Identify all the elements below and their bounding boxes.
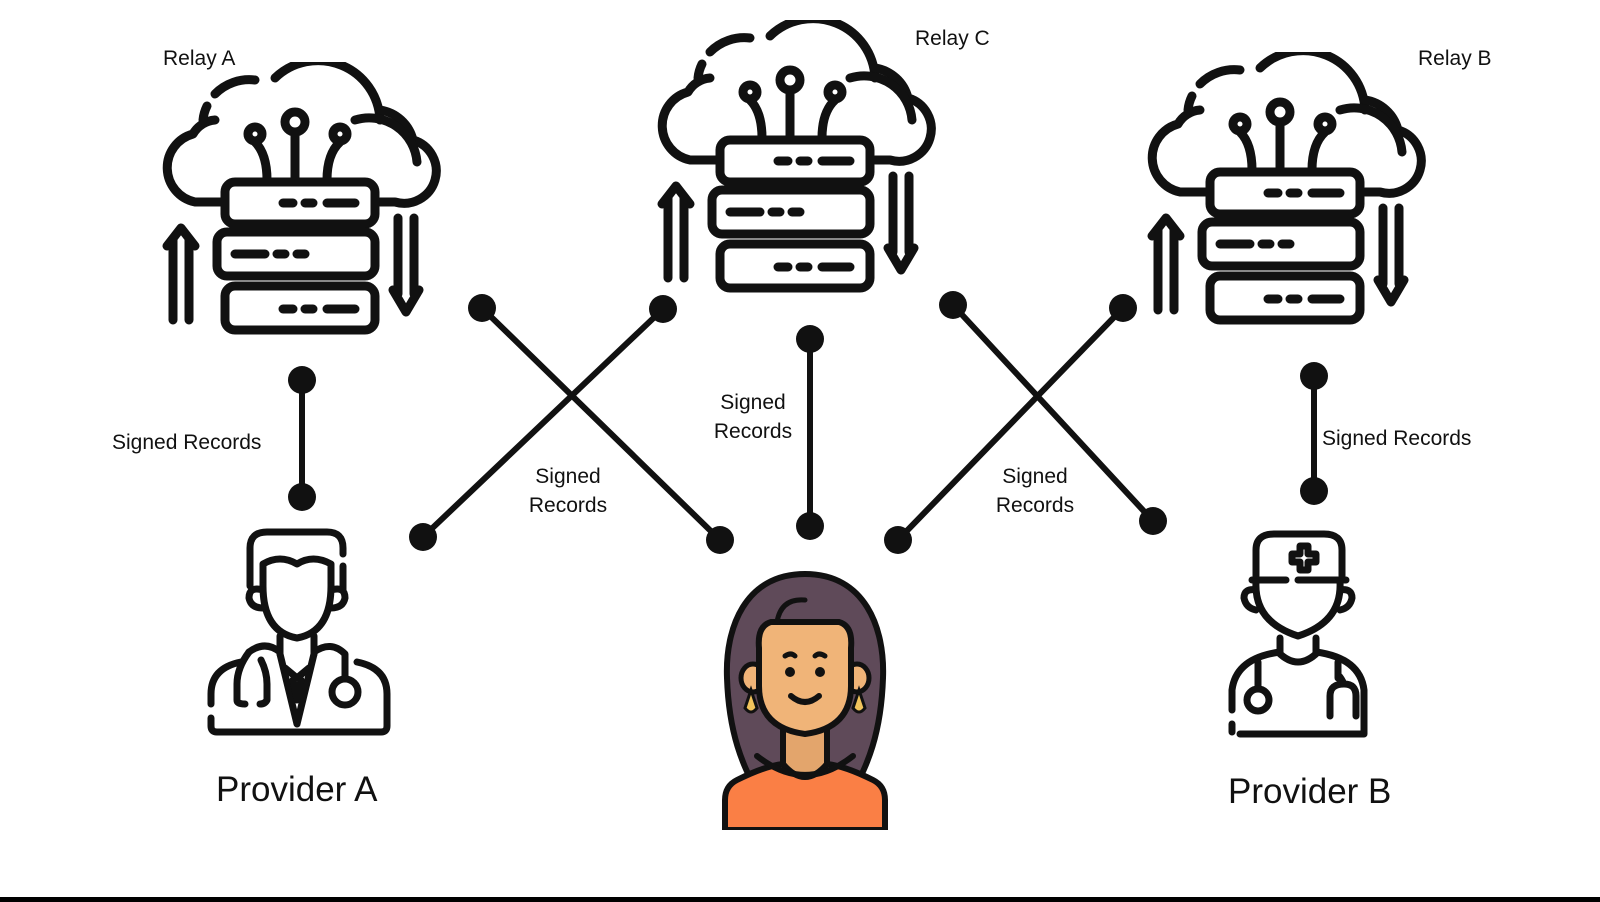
relay-c-cloud-server-icon (657, 20, 936, 293)
provider-b-label: Provider B (1228, 772, 1392, 811)
edge-label-line: Records (528, 494, 608, 517)
endpoint-dot (1300, 362, 1328, 390)
relay-c-label: Relay C (915, 27, 990, 50)
endpoint-dot (1109, 294, 1137, 322)
edge-label-relay-a-provider-a: Signed Records (112, 431, 262, 454)
endpoint-dot (796, 512, 824, 540)
endpoint-dot (468, 294, 496, 322)
edge-relay-c-provider-b (950, 302, 1156, 524)
edge-label-relay-c-patient: Signed Records (703, 388, 803, 446)
doctor-icon (207, 528, 391, 736)
endpoint-dot (409, 523, 437, 551)
relay-a-label: Relay A (163, 47, 236, 70)
endpoint-dot (288, 366, 316, 394)
relay-b-cloud-server-icon (1147, 52, 1426, 325)
edge-label-line: Signed (535, 465, 601, 488)
edge-label-line: Signed (1002, 465, 1068, 488)
edge-label-line: Signed (720, 391, 786, 414)
edge-relay-a-patient (479, 305, 723, 543)
endpoint-dot (649, 295, 677, 323)
edge-relay-c-provider-a (420, 306, 666, 540)
edge-relay-b-patient (895, 305, 1126, 543)
edge-label-line: Records (713, 420, 793, 443)
provider-a-label: Provider A (216, 770, 378, 809)
endpoint-dot (1139, 507, 1167, 535)
edge-label-relay-b-provider-b: Signed Records (1322, 427, 1472, 450)
edge-label-line: Records (995, 494, 1075, 517)
endpoint-dot (1300, 477, 1328, 505)
nurse-doctor-icon (1228, 530, 1368, 738)
endpoint-dot (796, 325, 824, 353)
edge-label-cross-right: Signed Records (985, 462, 1085, 520)
patient-woman-icon (722, 570, 888, 830)
edge-label-cross-left: Signed Records (518, 462, 618, 520)
endpoint-dot (706, 526, 734, 554)
endpoint-dot (939, 291, 967, 319)
relay-a-cloud-server-icon (162, 62, 441, 335)
relay-b-label: Relay B (1418, 47, 1492, 70)
endpoint-dot (884, 526, 912, 554)
endpoint-dot (288, 483, 316, 511)
bottom-divider (0, 897, 1600, 902)
